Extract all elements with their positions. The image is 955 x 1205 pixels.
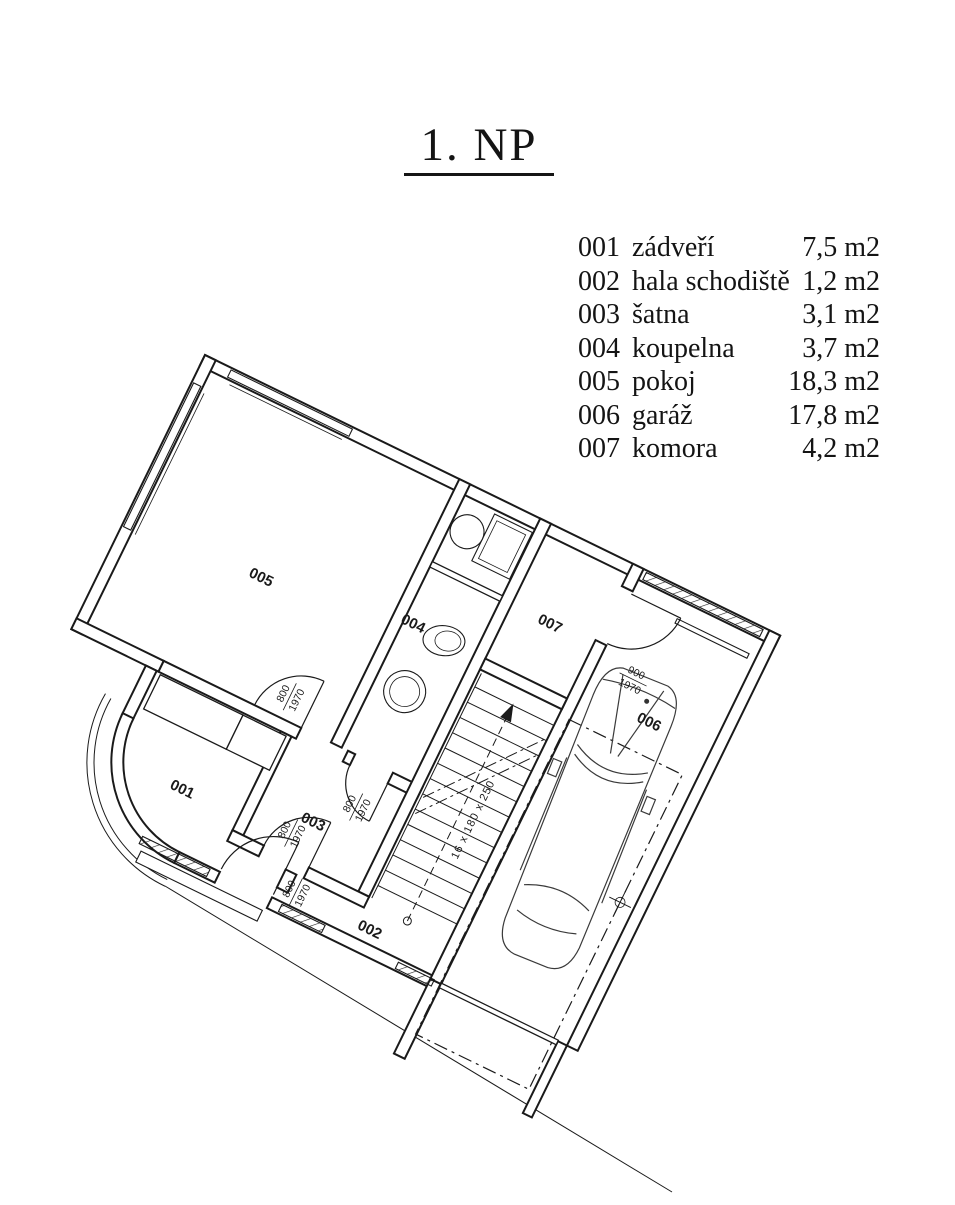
garage-contents <box>414 667 684 1091</box>
drain-crosshair <box>609 891 632 914</box>
car-antenna <box>644 698 650 704</box>
entrance-step <box>135 850 264 922</box>
glazing-entrance-right <box>277 903 326 934</box>
legend-row-003: 003 šatna 3,1 m2 <box>578 298 880 332</box>
car-mirror-left <box>546 757 563 778</box>
legend-room-name: pokoj <box>632 366 696 397</box>
room-label-005: 005 <box>246 564 276 590</box>
door-003-004 <box>345 764 389 822</box>
legend-room-name: komora <box>632 433 718 464</box>
legend-row-001: 001 zádveří 7,5 m2 <box>578 231 880 265</box>
room-label-007: 007 <box>535 611 565 637</box>
bathroom-fixtures <box>383 513 534 714</box>
stair-walk-line <box>406 709 511 922</box>
washer-inner <box>477 520 527 574</box>
legend-room-name: šatna <box>632 299 690 330</box>
legend-room-area: 18,3 m2 <box>788 366 880 397</box>
legend-room-name: garáž <box>632 399 693 431</box>
wall-room005-south-a <box>157 659 303 741</box>
legend-code: 006 <box>578 399 620 431</box>
legend-code: 004 <box>578 332 620 364</box>
legend-row-006: 006 garáž 17,8 m2 <box>578 399 880 433</box>
car-windshield <box>576 744 649 775</box>
wall-step <box>69 617 166 673</box>
legend-row-004: 004 koupelna 3,7 m2 <box>578 332 880 366</box>
legend-code: 005 <box>578 366 620 397</box>
page-title: 1. NP <box>404 118 554 176</box>
legend-code: 007 <box>578 433 620 464</box>
legend-room-name: zádveří <box>632 232 715 263</box>
legend-room-area: 3,7 m2 <box>802 332 880 364</box>
garage-vent-slot <box>674 617 750 659</box>
garage-door-line <box>438 982 560 1046</box>
window-005-north <box>226 369 354 438</box>
room-label-006: 006 <box>634 709 664 735</box>
site-boundary-line <box>164 885 673 1193</box>
window-north-glazed <box>642 571 764 638</box>
parking-bay-outline <box>414 718 684 1091</box>
legend-code: 001 <box>578 232 620 263</box>
door-garage <box>606 593 682 650</box>
legend-room-area: 4,2 m2 <box>802 433 880 464</box>
legend-room-name: hala schodiště <box>632 265 790 297</box>
car-top-view <box>501 667 677 970</box>
room-label-001: 001 <box>167 776 197 802</box>
legend-room-area: 7,5 m2 <box>802 232 880 263</box>
car-mirror-right <box>640 795 657 816</box>
wall-east <box>565 628 782 1053</box>
sink <box>449 514 485 550</box>
wall-003-south-b <box>302 866 371 909</box>
door-label-800-1970-a: 800 1970 <box>274 683 307 713</box>
wall-room005-south-b <box>341 749 357 767</box>
legend-room-area: 1,2 m2 <box>802 265 880 297</box>
legend-room-area: 17,8 m2 <box>788 399 880 431</box>
wall-garage-west-a <box>620 562 645 593</box>
window-sill-line <box>134 393 205 535</box>
legend-room-name: koupelna <box>632 332 735 364</box>
legend-row-005: 005 pokoj 18,3 m2 <box>578 365 880 399</box>
wall-driveway-west <box>392 977 443 1061</box>
stair-up-arrow <box>500 703 514 723</box>
legend-row-002: 002 hala schodiště 1,2 m2 <box>578 265 880 299</box>
basin-inner <box>389 676 421 707</box>
room-labels: 005 004 007 006 003 001 002 <box>167 564 664 942</box>
legend-row-007: 007 komora 4,2 m2 <box>578 432 880 466</box>
room-label-004: 004 <box>398 611 429 638</box>
building: 16 x 180 x 250 <box>69 353 782 1119</box>
toilet <box>422 625 466 657</box>
stair-dimension-note: 16 x 180 x 250 <box>449 778 498 861</box>
glazing-hall-south <box>394 961 436 987</box>
wall-007-south <box>478 657 569 711</box>
glazing-entrance-left <box>138 835 211 878</box>
legend-room-area: 3,1 m2 <box>802 299 880 330</box>
window-005-west <box>122 382 202 531</box>
stair-start-marker <box>402 916 412 926</box>
door-005-003 <box>253 675 325 729</box>
door-001-003 <box>263 816 332 868</box>
legend-code: 003 <box>578 299 620 330</box>
car-body <box>501 667 677 970</box>
legend-code: 002 <box>578 265 620 297</box>
closet-niche-b <box>225 714 287 772</box>
room-legend: 001 zádveří 7,5 m2 002 hala schodiště 1,… <box>578 231 880 466</box>
wall-bath-nook-divider <box>428 560 504 603</box>
car-rear-window <box>524 884 590 912</box>
window-sill-line <box>229 384 342 440</box>
staircase: 16 x 180 x 250 <box>371 673 555 926</box>
doors <box>220 593 682 895</box>
windows <box>122 369 764 987</box>
walls <box>69 353 782 1119</box>
basin <box>383 670 427 714</box>
wall-005-004 <box>329 477 472 750</box>
wall-driveway-east <box>521 1039 569 1119</box>
